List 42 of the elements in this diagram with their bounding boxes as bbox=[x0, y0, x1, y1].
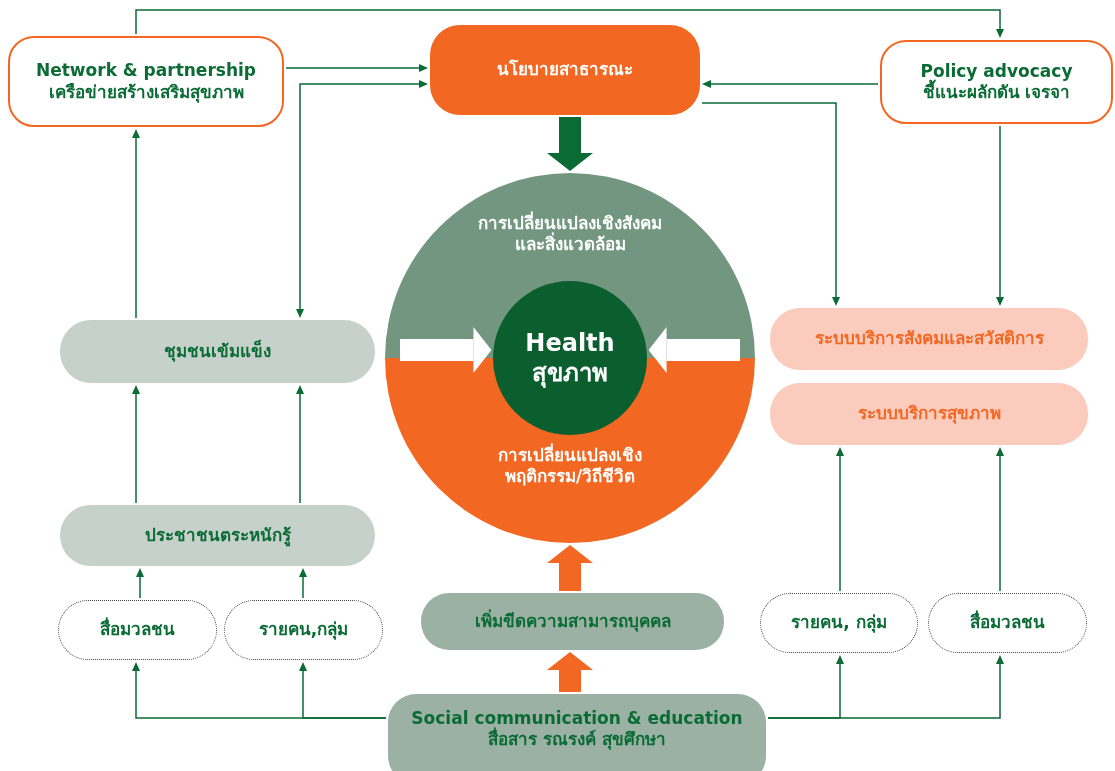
process-box bbox=[388, 694, 766, 771]
process-box: ประชาชนตระหนักรู้ bbox=[60, 505, 375, 566]
arrow bbox=[702, 80, 879, 88]
arrow bbox=[285, 64, 428, 72]
box-title: Social communication & education bbox=[411, 708, 743, 728]
arrow bbox=[996, 447, 1004, 592]
arrow bbox=[836, 447, 844, 592]
arrow bbox=[132, 129, 140, 319]
rounded-box bbox=[8, 36, 284, 127]
block-arrow bbox=[400, 327, 492, 373]
block-arrow bbox=[547, 652, 593, 692]
process-box: ระบบบริการสุขภาพ bbox=[770, 383, 1088, 445]
arrow bbox=[136, 568, 144, 599]
arrow bbox=[767, 655, 1004, 719]
dotted-box: รายคน,กลุ่ม bbox=[224, 600, 383, 660]
circle-label: การเปลี่ยนแปลงเชิง พฤติกรรม/วิถีชีวิต bbox=[497, 445, 643, 488]
dotted-box: สื่อมวลชน bbox=[58, 600, 217, 660]
block-arrow bbox=[547, 117, 593, 171]
arrow bbox=[299, 662, 387, 719]
arrow bbox=[299, 568, 307, 599]
dotted-box: รายคน, กลุ่ม bbox=[760, 593, 918, 653]
box-subtitle: สื่อสาร รณรงค์ สุขศึกษา bbox=[488, 729, 666, 751]
arrow bbox=[296, 385, 304, 504]
circle-label: การเปลี่ยนแปลงเชิงสังคม และสิ่งแวดล้อม bbox=[477, 213, 663, 256]
process-box: เพิ่มขีดความสามารถบุคคล bbox=[421, 593, 724, 650]
arrow bbox=[135, 9, 1004, 38]
arrow bbox=[996, 125, 1004, 306]
box-title: Policy advocacy bbox=[920, 60, 1073, 81]
process-box: ชุมชนเข้มแข็ง bbox=[60, 320, 375, 383]
box-title: Network & partnership bbox=[36, 60, 256, 82]
process-box: ระบบบริการสังคมและสวัสดิการ bbox=[770, 308, 1088, 370]
block-arrow bbox=[547, 545, 593, 591]
arrow bbox=[296, 80, 428, 318]
arrow bbox=[701, 102, 840, 306]
rounded-box bbox=[880, 40, 1113, 124]
box-title: Health bbox=[525, 328, 615, 358]
box-subtitle: สุขภาพ bbox=[532, 358, 608, 388]
dotted-box: สื่อมวลชน bbox=[928, 593, 1087, 653]
policy-box: นโยบายสาธารณะ bbox=[430, 25, 700, 115]
block-arrow bbox=[648, 327, 740, 373]
arrow bbox=[132, 385, 140, 504]
box-subtitle: เครือข่ายสร้างเสริมสุขภาพ bbox=[48, 81, 244, 103]
